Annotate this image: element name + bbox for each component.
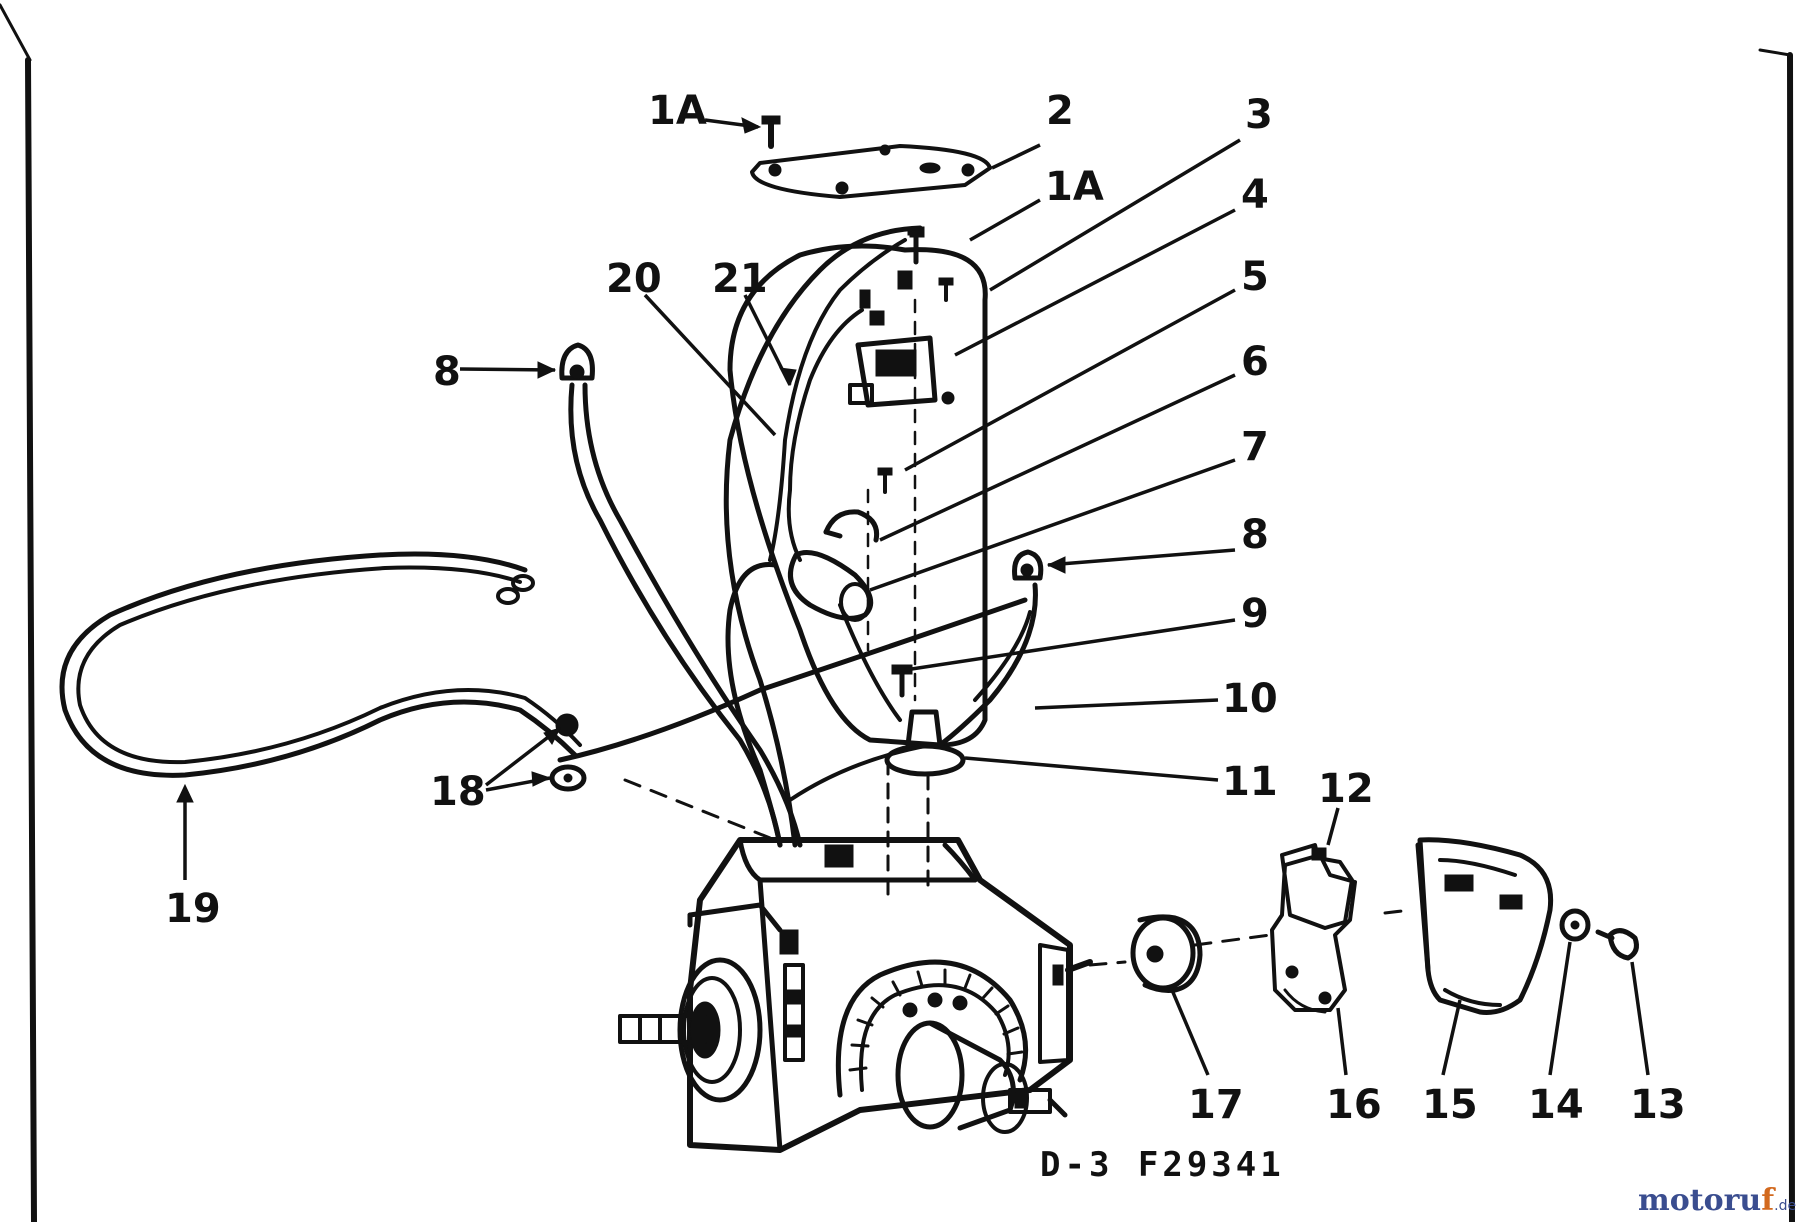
- callout-15: 15: [1422, 1082, 1478, 1128]
- callout-18: 18: [430, 769, 486, 815]
- part-6-clip: [823, 509, 880, 543]
- part-19-power-cord: [59, 551, 582, 778]
- part-16-gasket: [1270, 853, 1357, 1014]
- motor-gear-housing: [687, 837, 1093, 1153]
- callout-2: 2: [1046, 88, 1074, 134]
- scan-border: [0, 3, 1795, 1222]
- callout-6: 6: [1241, 339, 1269, 385]
- part-8-wire-nut-right: [1012, 549, 1044, 581]
- callout-12: 12: [1318, 766, 1374, 812]
- drawing-code: D-3 F29341: [1040, 1145, 1285, 1185]
- part-13-screw: [1595, 928, 1639, 961]
- arrowheads: [176, 117, 1066, 803]
- callout-13: 13: [1630, 1082, 1686, 1128]
- callout-1a-top: 1A: [648, 88, 707, 134]
- part-14-washer: [1559, 908, 1591, 942]
- dial-scale: [835, 959, 1029, 1098]
- part-8-wire-nut-left: [559, 342, 595, 381]
- callout-17: 17: [1188, 1082, 1244, 1128]
- part-18-connectors: [549, 713, 587, 792]
- svg-text:motoruf.de: motoruf.de: [1638, 1183, 1796, 1218]
- left-pulley: [618, 957, 763, 1103]
- part-7-capacitor: [787, 550, 874, 622]
- part-2-cover-plate: [750, 144, 992, 199]
- callout-4: 4: [1241, 172, 1269, 218]
- callout-8-left: 8: [433, 349, 461, 395]
- assembly-lines: [623, 778, 1412, 967]
- wires: [557, 225, 1038, 848]
- watermark-brand-accent: f: [1761, 1183, 1776, 1218]
- part-17-bushing: [1130, 914, 1203, 993]
- callout-19: 19: [165, 886, 221, 932]
- part-12-plate: [1280, 843, 1354, 930]
- callout-5: 5: [1241, 254, 1269, 300]
- callout-1a-mid: 1A: [1045, 164, 1104, 210]
- callout-10: 10: [1222, 676, 1278, 722]
- part-15-cover: [1415, 837, 1554, 1015]
- callout-21: 21: [712, 256, 768, 302]
- part-11-terminal: [866, 298, 966, 897]
- watermark-brand-tld: .de: [1774, 1198, 1796, 1214]
- part-3-switch-housing: [727, 243, 988, 748]
- callout-7: 7: [1241, 424, 1269, 470]
- part-4-switch: [848, 335, 938, 408]
- watermark-brand-main: motoru: [1638, 1183, 1761, 1218]
- callout-labels: 1A 2 1A 3 4 5 6 7 8 9 10 11 12 13 14 15 …: [165, 88, 1686, 1128]
- callout-20: 20: [606, 256, 662, 302]
- watermark-logo: motoruf.de: [1638, 1183, 1796, 1218]
- output-shaft: [895, 1020, 1068, 1134]
- callout-11: 11: [1222, 759, 1278, 805]
- callout-16: 16: [1326, 1082, 1382, 1128]
- housing-screws: [859, 226, 955, 494]
- callout-8-right: 8: [1241, 512, 1269, 558]
- callout-9: 9: [1241, 591, 1269, 637]
- callout-3: 3: [1245, 92, 1273, 138]
- part-1a-screw-top: [761, 115, 781, 149]
- callout-14: 14: [1528, 1082, 1584, 1128]
